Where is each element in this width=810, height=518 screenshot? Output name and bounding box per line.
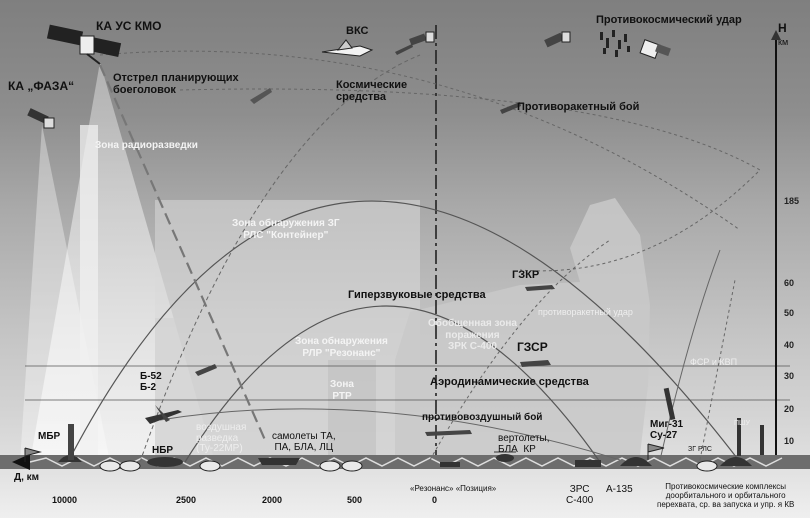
h-tick-30: 30 [784, 371, 795, 381]
zone-s400-area [395, 198, 650, 455]
d-tick-2000: 2000 [262, 495, 283, 505]
h-tick-10: 10 [784, 436, 795, 446]
d-tick-500: 500 [347, 495, 363, 505]
light-column [80, 125, 98, 460]
b52-label: Б-52 Б-2 [140, 371, 162, 393]
missile-center-icon [395, 44, 413, 55]
zg-rls-label: ЗГ РЛС [688, 446, 712, 453]
zone-radio-recon-label: Зона радиоразведки [95, 140, 198, 151]
vks-label: ВКС [346, 25, 369, 37]
b52-bomber-icon [145, 405, 182, 424]
space-means-label: Космические средства [336, 79, 408, 103]
zone-rtr-label: Зона РТР [330, 379, 354, 402]
rezonans-poziciya-label: «Резонанс» «Позиция» [410, 484, 497, 493]
h-tick-20: 20 [784, 404, 795, 414]
flag-icons [24, 443, 665, 462]
interceptor-missile-icon [663, 387, 676, 421]
ka-faza-label: КА „ФАЗА“ [8, 79, 75, 93]
trajectory-dashed-down [98, 64, 267, 441]
h-tick-185: 185 [784, 196, 800, 206]
trajectory-right-2 [699, 279, 736, 461]
zone-s400-label: Обобщенная зона поражения ЗРК С-400 [428, 318, 517, 352]
aircraft-mid-icon [195, 364, 217, 376]
trajectory-arc-4 [99, 50, 741, 231]
mig31-label: Миг-31 Су-27 [650, 419, 684, 441]
radar-icon [620, 457, 752, 466]
aircraft-ta-label: самолеты ТА, ПА, БЛА, ЛЦ [272, 431, 336, 453]
h-tick-40: 40 [784, 340, 795, 350]
aerodynamic-label: Аэродинамические средства [430, 376, 589, 388]
unit-discs [99, 460, 718, 472]
zone-resonance-label: Зона обнаружения РЛР "Резонанс" [295, 336, 388, 359]
gzsr-label: ГЗСР [517, 340, 548, 354]
anti-missile-battle-label: Противоракетный бой [517, 101, 640, 113]
satellite-target-icon [639, 39, 671, 59]
fsr-kvp-label: ФСР и КВП [690, 357, 738, 367]
trajectory-arc-1 [67, 200, 741, 463]
mbr-label: МБР [38, 431, 61, 442]
cruise-missile-icon [425, 430, 472, 436]
ground-vehicles-icon [440, 460, 601, 467]
ship-icon [258, 458, 300, 465]
zone-rtr-area [328, 360, 376, 465]
otstrel-label: Отстрел планирующих боеголовок [113, 72, 239, 96]
hypersonic-label: Гиперзвуковые средства [348, 289, 486, 301]
h-axis-unit: км [778, 37, 789, 47]
satellite-ka-us-kmo-icon [46, 24, 122, 65]
nbr-submarine-icon [147, 457, 183, 467]
debris-cluster-icon [600, 30, 630, 57]
trajectory-arc-3 [139, 54, 421, 463]
zrs-s400-label: ЗРС С-400 [566, 484, 594, 506]
anti-missile-strike-label: противоракетный удар [538, 307, 633, 317]
d-tick-2500: 2500 [176, 495, 197, 505]
h-tick-50: 50 [784, 308, 795, 318]
mbr-silo-icon [58, 424, 82, 462]
gzkr-label: ГЗКР [512, 269, 540, 281]
gzkr-missile-icon [525, 285, 555, 291]
satellite-right-icon [544, 31, 571, 48]
air-recon-label: воздушная разведка (Ту-22МР) [196, 422, 247, 454]
a135-label: А-135 [606, 484, 633, 495]
trajectory-right [659, 249, 721, 461]
satellite-faza-icon [27, 108, 55, 129]
d-tick-10000: 10000 [52, 495, 78, 505]
trajectory-arc-5 [179, 88, 761, 272]
abm-launcher-icon [737, 418, 764, 456]
h-axis-label: H [778, 21, 787, 35]
trajectory-low-1 [159, 408, 621, 461]
zone-container-label: Зона обнаружения ЗГ РЛС "Контейнер" [232, 218, 340, 241]
d-axis-label: Д, км [14, 472, 40, 483]
anti-space-complexes-label: Противокосмические комплексы доорбитальн… [657, 482, 795, 510]
gzsr-missile-icon [520, 360, 551, 367]
satellite-center-icon [409, 31, 435, 46]
trajectory-low-2 [429, 239, 611, 461]
helicopter-icon [494, 451, 516, 462]
h-tick-60: 60 [784, 278, 795, 288]
anti-space-strike-label: Противокосмический удар [596, 14, 742, 26]
helicopters-label: вертолеты, БЛА КР [498, 433, 550, 455]
nbr-label: НБР [152, 445, 174, 456]
ka-us-kmo-label: КА УС КМО [96, 19, 162, 33]
d-tick-0: 0 [432, 495, 438, 505]
air-defense-battle-label: противовоздушный бой [422, 412, 543, 423]
vks-spaceplane-icon [321, 39, 374, 57]
pshu-label: ПШУ [734, 420, 750, 427]
glide-warhead-icon [250, 88, 272, 104]
missile-antimissile-icon [500, 102, 521, 114]
